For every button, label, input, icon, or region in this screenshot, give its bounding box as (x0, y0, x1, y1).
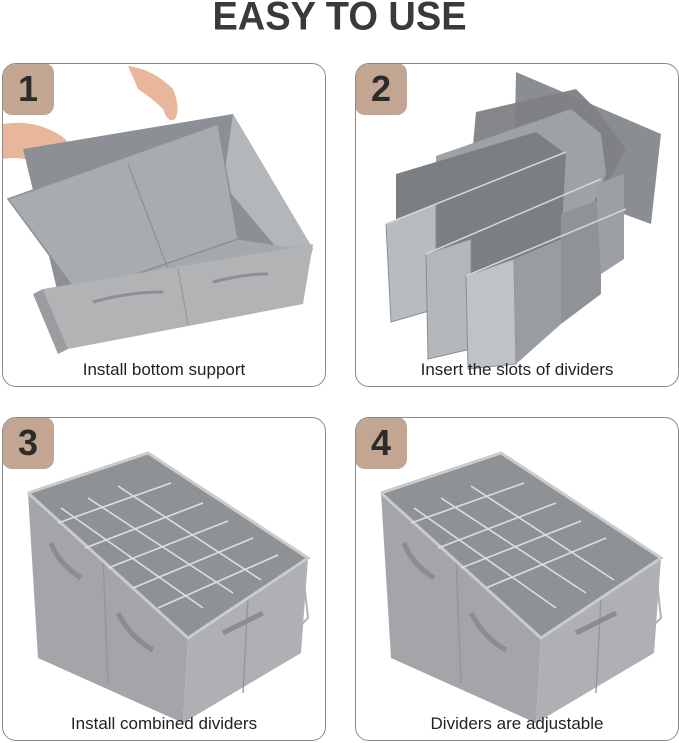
step-panel-4: 4 Dividers are adjustable (355, 417, 679, 741)
step-caption: Dividers are adjustable (430, 714, 604, 733)
storage-box-with-combined-dividers-image (26, 451, 311, 723)
step-panel-3: 3 Install combined dividers (2, 417, 326, 741)
step-number-badge: 4 (356, 418, 407, 469)
step-caption: Insert the slots of dividers (420, 360, 614, 379)
step-panel-1: 1 Install bottom support (2, 63, 326, 387)
step-caption: Install bottom support (82, 360, 246, 379)
step-number-badge: 2 (356, 64, 407, 115)
storage-box-with-adjusted-dividers-image (379, 451, 664, 723)
storage-box-with-bottom-support-image (3, 66, 313, 354)
divider-grid-image (385, 72, 661, 370)
step-panel-2: 2 Insert the slots of dividers (355, 63, 679, 387)
page-title: EASY TO USE (212, 0, 467, 40)
step-number-badge: 3 (3, 418, 54, 469)
step-number-badge: 1 (3, 64, 54, 115)
step-caption: Install combined dividers (70, 714, 258, 733)
